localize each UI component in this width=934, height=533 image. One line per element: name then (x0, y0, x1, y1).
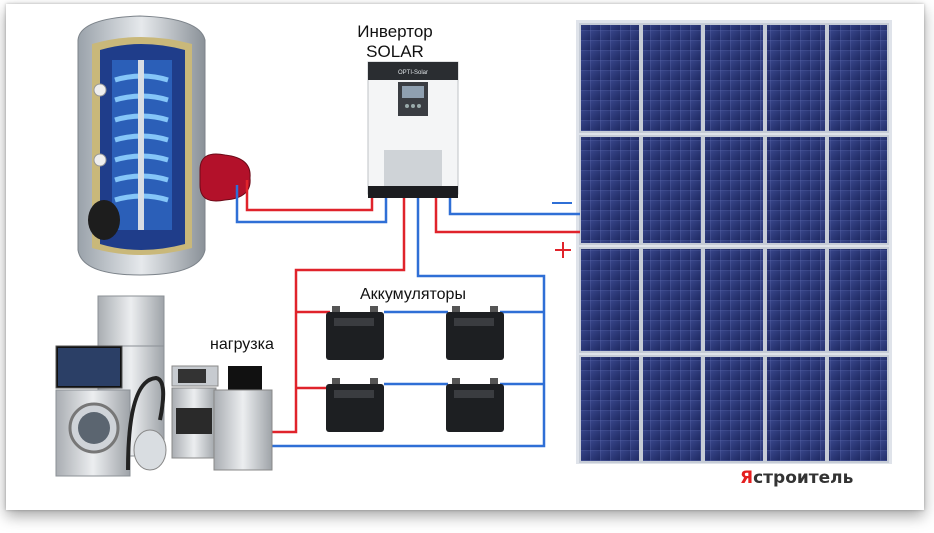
wiring (235, 180, 580, 448)
inverter-title-line1: Инвертор (357, 22, 433, 41)
battery-bank (326, 306, 504, 432)
battery (446, 378, 504, 432)
battery (326, 378, 384, 432)
solar-panel-array (576, 20, 892, 464)
inverter-unit: OPTI-Solar (367, 61, 459, 198)
battery (326, 306, 384, 360)
household-appliances (55, 295, 273, 477)
battery (446, 306, 504, 360)
inverter-title-line2: SOLAR (366, 42, 424, 61)
load-title: нагрузка (210, 336, 274, 353)
plus-sign (555, 242, 571, 258)
logo-text: строитель (753, 468, 854, 488)
logo-first-letter: Я (740, 468, 754, 488)
site-logo: Ястроитель (740, 468, 853, 488)
inverter-brand: OPTI-Solar (398, 70, 428, 76)
inverter-title: Инвертор SOLAR (340, 22, 450, 62)
batteries-title: Аккумуляторы (360, 286, 466, 303)
water-heater-tank (77, 15, 251, 276)
